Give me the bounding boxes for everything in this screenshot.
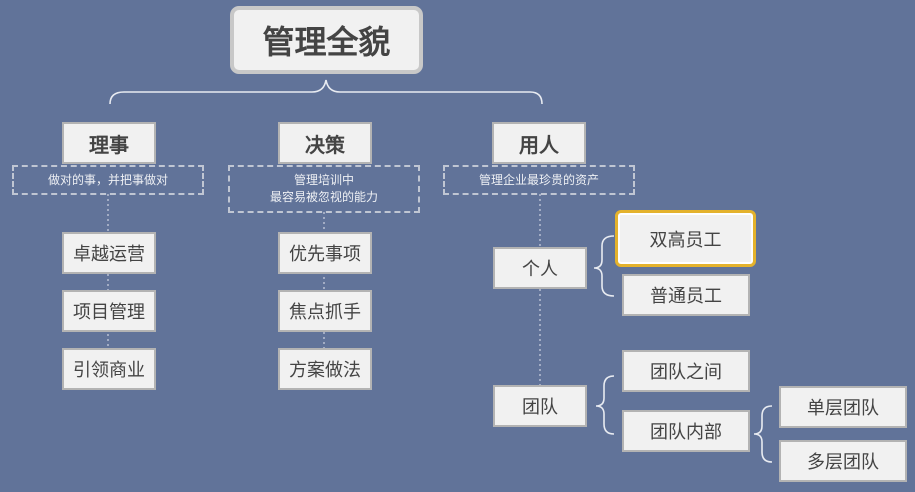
- regular-employee-box: 普通员工: [622, 274, 750, 316]
- category-note-3: 管理企业最珍贵的资产: [443, 165, 635, 195]
- item-box: 卓越运营: [62, 232, 156, 274]
- brace-team: [595, 375, 615, 435]
- item-box: 焦点抓手: [278, 290, 372, 332]
- category-note-2: 管理培训中 最容易被忽视的能力: [228, 165, 420, 213]
- item-box: 优先事项: [278, 232, 372, 274]
- individual-box: 个人: [493, 247, 587, 289]
- category-box-3: 用人: [492, 122, 586, 164]
- brace-team-internal: [753, 405, 773, 463]
- category-box-1: 理事: [62, 122, 156, 164]
- top-brace: [109, 79, 543, 105]
- note-line: 最容易被忽视的能力: [269, 190, 378, 204]
- item-box: 项目管理: [62, 290, 156, 332]
- note-line: 做对的事，并把事做对: [47, 172, 168, 187]
- multi-layer-team-box: 多层团队: [779, 440, 907, 482]
- page-title: 管理全貌: [230, 6, 423, 74]
- category-note-1: 做对的事，并把事做对: [12, 165, 204, 195]
- high-performer-box: 双高员工: [615, 210, 756, 267]
- note-line: 管理企业最珍贵的资产: [478, 172, 599, 187]
- between-teams-box: 团队之间: [622, 350, 750, 392]
- item-box: 引领商业: [62, 348, 156, 390]
- single-layer-team-box: 单层团队: [779, 386, 907, 428]
- brace-individual: [593, 235, 615, 297]
- note-line: 管理培训中: [293, 173, 354, 187]
- within-team-box: 团队内部: [622, 410, 750, 452]
- category-box-2: 决策: [278, 122, 372, 164]
- team-box: 团队: [493, 385, 587, 427]
- item-box: 方案做法: [278, 348, 372, 390]
